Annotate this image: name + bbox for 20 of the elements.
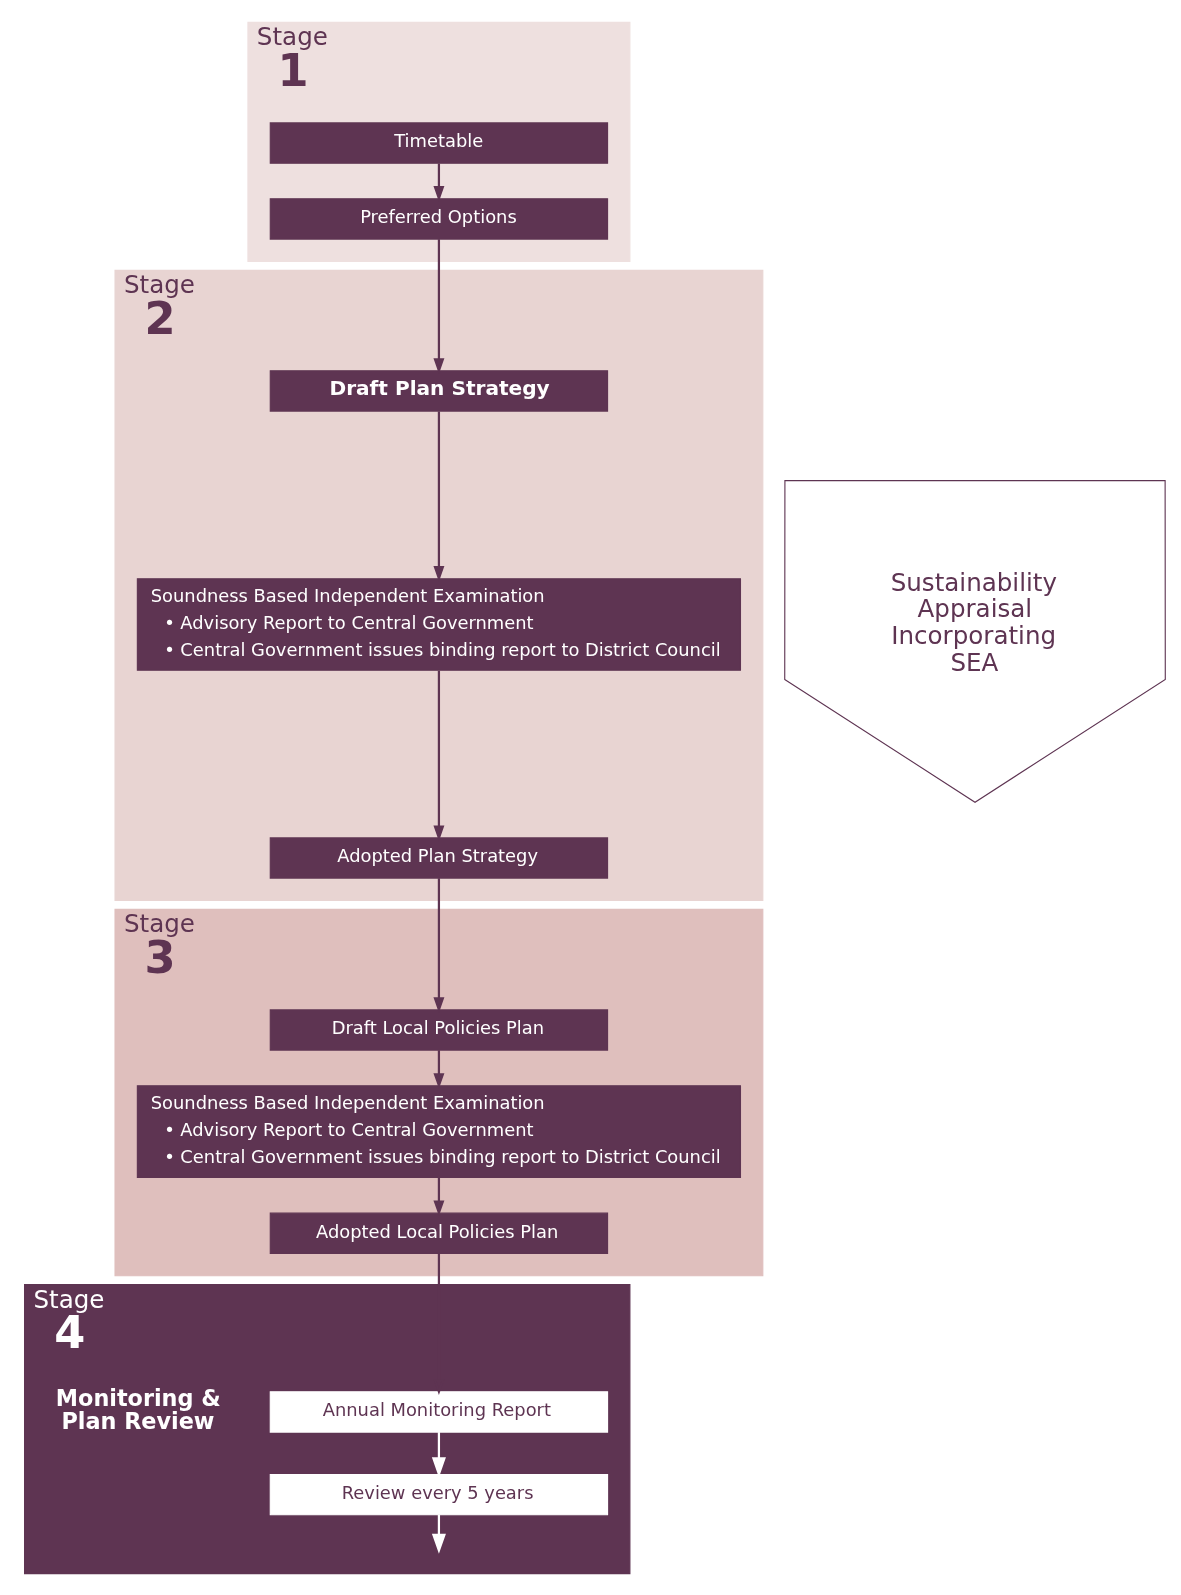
node-box: Timetable [269,121,609,164]
arrow [433,670,445,841]
arrow [433,1049,445,1089]
arrow [433,410,445,582]
node-box: Soundness Based Independent Examination • Advisory Report to Central Government • Central Government issues binding report to District Council [136,577,742,671]
node-box: Adopted Local Policies Plan [269,1212,609,1254]
arrow [433,163,445,202]
node-box: Review every 5 years [269,1473,609,1515]
label: Monitoring & Plan Review [55,1384,221,1434]
arrow [433,1177,445,1216]
node-box: Draft Local Policies Plan [269,1008,609,1051]
arrow [431,1514,446,1554]
node-box: Soundness Based Independent Examination • Advisory Report to Central Government • Central Government issues binding report to District Council [136,1084,742,1178]
node-box: Adopted Plan Strategy [269,836,609,879]
node-box: Draft Plan Strategy [269,369,609,412]
node-box: Preferred Options [269,197,609,240]
arrow [433,238,445,374]
arrow [433,877,445,1013]
node-box: Annual Monitoring Report [269,1390,609,1433]
arrow [431,1431,446,1477]
